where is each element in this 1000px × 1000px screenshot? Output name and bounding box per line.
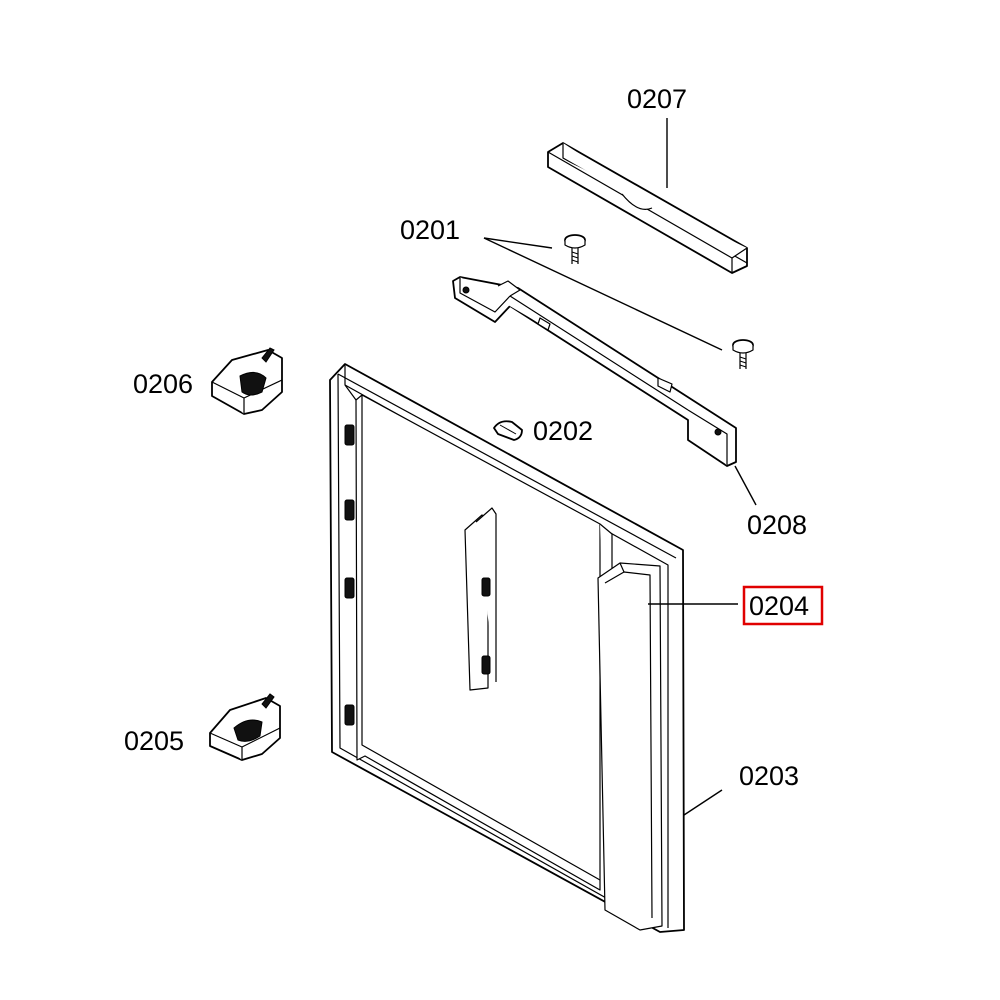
label-0207[interactable]: 0207 [627,84,687,114]
part-labels: 0207 0201 0206 0202 0208 0204 0205 0203 [124,84,824,791]
label-0206[interactable]: 0206 [133,369,193,399]
part-0205-lower-hinge[interactable] [209,693,281,761]
part-0206-upper-hinge[interactable] [211,347,283,415]
leader-0208 [734,465,757,506]
leader-0203 [683,789,723,816]
label-0202[interactable]: 0202 [533,416,593,446]
leader-0201-b [483,237,723,351]
part-0208-mounting-bracket[interactable] [452,276,737,467]
part-0201-screw-bottom[interactable] [732,339,754,369]
part-0203-door-frame[interactable] [329,363,685,933]
leader-lines [483,118,757,816]
label-0203[interactable]: 0203 [739,761,799,791]
part-0207-trim-cover[interactable] [547,142,748,274]
label-0204[interactable]: 0204 [749,591,809,621]
highlight-box-0204 [742,585,824,626]
leader-0201-a [483,237,553,249]
part-0202-cap[interactable] [493,420,523,441]
part-0204-gasket-panel[interactable] [597,562,663,931]
part-0201-screw-top[interactable] [564,234,586,264]
label-0208[interactable]: 0208 [747,510,807,540]
label-0201[interactable]: 0201 [400,215,460,245]
label-0205[interactable]: 0205 [124,726,184,756]
